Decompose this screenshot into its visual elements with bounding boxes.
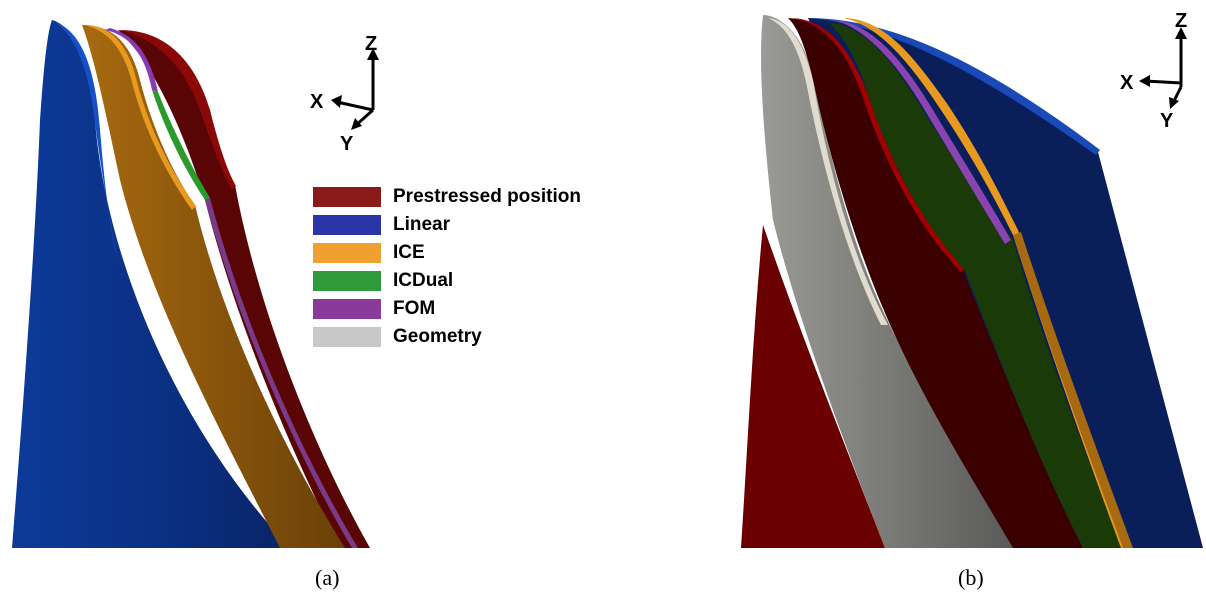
y-arrowhead [1169, 97, 1179, 109]
x-arrowhead [331, 95, 342, 108]
legend-swatch [313, 327, 381, 347]
x-axis-arrow [336, 100, 374, 112]
blade-render-a [12, 20, 370, 548]
y-axis-label: Y [340, 133, 354, 155]
legend-label: Prestressed position [393, 186, 581, 207]
z-arrowhead [367, 48, 379, 60]
prestressed-front-b [788, 18, 1083, 548]
caption-b: (b) [958, 565, 984, 590]
fom-strip-b [833, 20, 1011, 244]
ice-band-b [1013, 232, 1133, 548]
x-axis-arrow [1144, 79, 1182, 85]
y-arrowhead [351, 118, 362, 130]
z-axis-label: Z [365, 33, 377, 55]
legend-swatch [313, 187, 381, 207]
legend-label: ICE [393, 242, 425, 263]
fom-strip-a [105, 28, 158, 92]
axis-triad-a: Z X Y [310, 33, 379, 155]
prestressed-blade-b [741, 225, 885, 548]
legend-label: FOM [393, 298, 436, 319]
linear-blade-edge-a [55, 22, 118, 262]
icdual-strip-a [152, 90, 210, 200]
x-arrowhead [1139, 75, 1150, 87]
legend-swatch [313, 243, 381, 263]
x-axis-label: X [1120, 72, 1134, 94]
ice-blade-a [82, 25, 345, 548]
legend-label: Geometry [393, 326, 482, 347]
z-arrowhead [1175, 27, 1187, 39]
prestressed-blade-a [118, 30, 370, 548]
panel-a [12, 20, 370, 548]
z-axis-label: Z [1175, 10, 1187, 32]
geometry-edge-b [768, 18, 888, 325]
legend-swatch [313, 299, 381, 319]
legend-swatch [313, 215, 381, 235]
prestressed-edge-a [120, 30, 236, 190]
linear-blade-a [12, 20, 290, 548]
x-axis-label: X [310, 91, 324, 113]
icdual-blade-b [828, 22, 1123, 548]
axis-triad-b: Z X Y [1120, 10, 1187, 130]
legend-label: ICDual [393, 270, 454, 291]
legend-label: Linear [393, 214, 451, 235]
caption-a: (a) [315, 565, 340, 590]
legend-swatch [313, 271, 381, 291]
y-axis-label: Y [1160, 110, 1174, 130]
blade-render-b [741, 15, 1203, 548]
panel-b [603, 0, 1206, 597]
ice-edge-a [84, 25, 196, 210]
